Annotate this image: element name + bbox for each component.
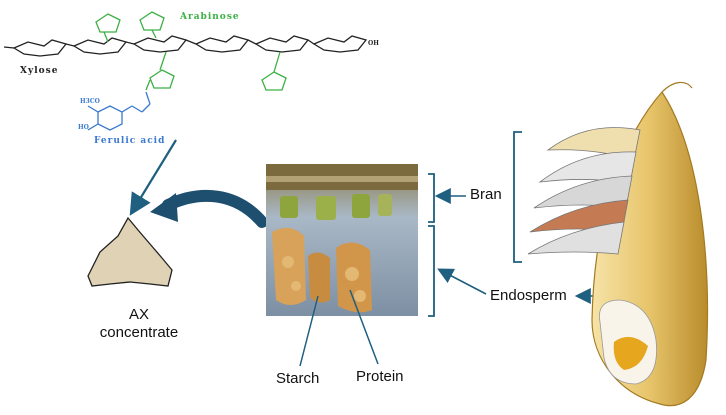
bran-label: Bran [470, 186, 502, 203]
wheat-grain-illustration [527, 81, 709, 407]
arrow-endosperm-label [437, 268, 487, 295]
endosperm-label: Endosperm [490, 287, 567, 304]
endosperm-bracket-micrograph [428, 225, 435, 317]
arabinose-label: Arabinose [180, 12, 240, 22]
bran-bracket-micrograph [428, 173, 435, 223]
micrograph-cross-section [266, 164, 418, 316]
xylose-label: Xylose [20, 66, 59, 76]
ax-concentrate-label: AX concentrate [84, 306, 194, 342]
arrow-molecule-to-ax [129, 139, 177, 216]
ax-powder-pile [87, 216, 173, 287]
ax-label-line2: concentrate [99, 324, 179, 341]
arabinoxylan-structure [3, 11, 368, 131]
protein-label: Protein [356, 368, 404, 385]
starch-label: Starch [276, 370, 320, 387]
xylose-backbone [3, 35, 368, 57]
pointer-starch [299, 295, 319, 367]
arrow-tissue-to-ax [162, 189, 268, 228]
methoxy-group-label: H3CO [80, 98, 100, 105]
hydroxyl-group-label: HO [78, 124, 89, 131]
terminal-hydroxyl-label: OH [368, 40, 379, 47]
arrow-tissue-to-ax-head [150, 193, 178, 222]
ax-label-line1: AX [128, 306, 149, 323]
ferulic-acid-label: Ferulic acid [94, 136, 166, 146]
arabinose-units [95, 11, 287, 91]
ferulic-acid-structure [87, 91, 151, 131]
bran-bracket-grain [513, 131, 522, 263]
pointer-protein [349, 289, 379, 365]
